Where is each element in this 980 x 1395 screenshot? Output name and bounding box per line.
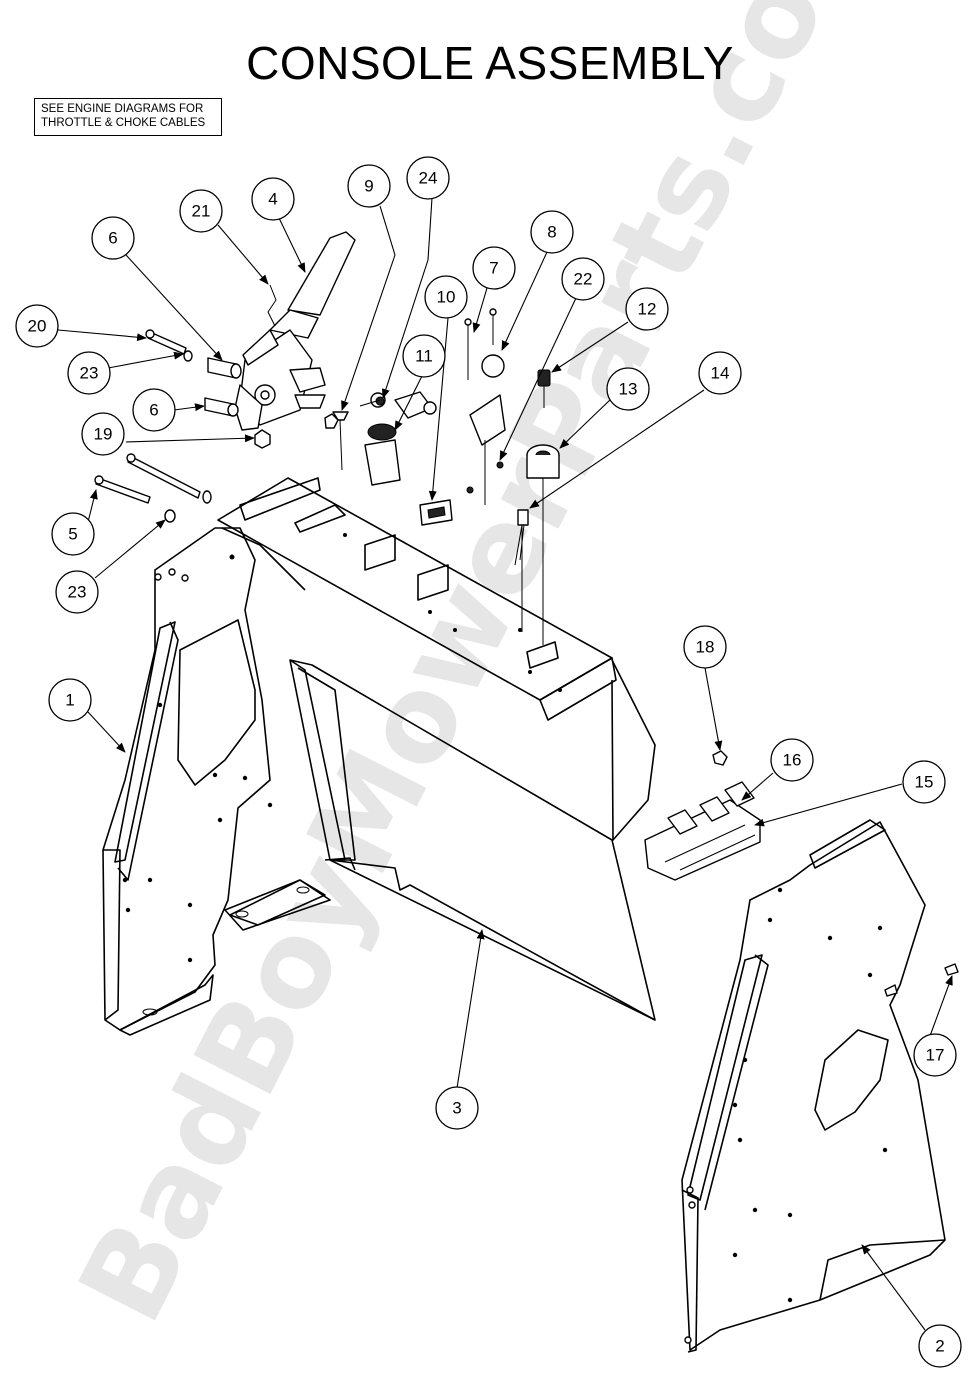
svg-text:24: 24 xyxy=(419,169,438,188)
svg-text:18: 18 xyxy=(696,638,715,657)
svg-text:6: 6 xyxy=(149,401,158,420)
engine-diagram-note: SEE ENGINE DIAGRAMS FOR THROTTLE & CHOKE… xyxy=(34,98,222,136)
svg-text:12: 12 xyxy=(638,300,657,319)
svg-text:23: 23 xyxy=(68,583,87,602)
right-side-panel xyxy=(681,819,946,1353)
svg-text:22: 22 xyxy=(574,270,593,289)
svg-text:21: 21 xyxy=(192,202,211,221)
callout-10: 10 xyxy=(424,275,468,319)
callout-14: 14 xyxy=(698,351,742,395)
svg-text:9: 9 xyxy=(364,177,373,196)
svg-text:5: 5 xyxy=(68,525,77,544)
callout-3: 3 xyxy=(435,1086,479,1130)
front-panel xyxy=(229,659,656,1021)
callout-22: 22 xyxy=(561,257,605,301)
callout-16: 16 xyxy=(770,738,814,782)
svg-text:23: 23 xyxy=(80,364,99,383)
svg-text:10: 10 xyxy=(437,288,456,307)
page-title: CONSOLE ASSEMBLY xyxy=(246,37,734,89)
svg-text:6: 6 xyxy=(108,229,117,248)
callout-18: 18 xyxy=(683,625,727,669)
svg-text:7: 7 xyxy=(489,259,498,278)
note-line-1: SEE ENGINE DIAGRAMS FOR xyxy=(41,103,204,115)
hardware xyxy=(94,308,959,997)
svg-text:2: 2 xyxy=(935,1337,944,1356)
callout-1: 1 xyxy=(48,678,92,722)
leader-lines xyxy=(57,197,953,1331)
callout-2: 2 xyxy=(918,1324,962,1368)
svg-text:4: 4 xyxy=(268,190,277,209)
callout-12: 12 xyxy=(625,287,669,331)
svg-text:8: 8 xyxy=(547,223,556,242)
svg-text:13: 13 xyxy=(619,380,638,399)
callout-23-lower: 23 xyxy=(55,570,99,614)
callout-19: 19 xyxy=(81,412,125,456)
callout-11: 11 xyxy=(402,334,446,378)
callout-7: 7 xyxy=(472,246,516,290)
svg-text:16: 16 xyxy=(783,751,802,770)
console-pan xyxy=(217,477,656,841)
svg-text:3: 3 xyxy=(452,1099,461,1118)
svg-text:15: 15 xyxy=(915,773,934,792)
callout-4: 4 xyxy=(251,177,295,221)
callout-23-upper: 23 xyxy=(67,351,111,395)
callout-24: 24 xyxy=(406,156,450,200)
callout-21: 21 xyxy=(179,189,223,233)
callout-17: 17 xyxy=(913,1033,957,1077)
callout-6-upper: 6 xyxy=(91,216,135,260)
note-line-2: THROTTLE & CHOKE CABLES xyxy=(41,117,206,129)
svg-text:19: 19 xyxy=(94,425,113,444)
svg-text:11: 11 xyxy=(415,347,433,366)
left-side-panel xyxy=(102,527,331,1036)
callout-20: 20 xyxy=(15,304,59,348)
callout-9: 9 xyxy=(347,164,391,208)
callout-15: 15 xyxy=(902,760,946,804)
callout-6-lower: 6 xyxy=(132,388,176,432)
svg-text:14: 14 xyxy=(711,364,730,383)
callout-5: 5 xyxy=(51,512,95,556)
svg-text:20: 20 xyxy=(28,317,47,336)
svg-text:17: 17 xyxy=(926,1046,945,1065)
svg-text:1: 1 xyxy=(65,691,74,710)
callout-8: 8 xyxy=(530,210,574,254)
brake-lever-assembly xyxy=(234,231,356,431)
callout-13: 13 xyxy=(606,367,650,411)
